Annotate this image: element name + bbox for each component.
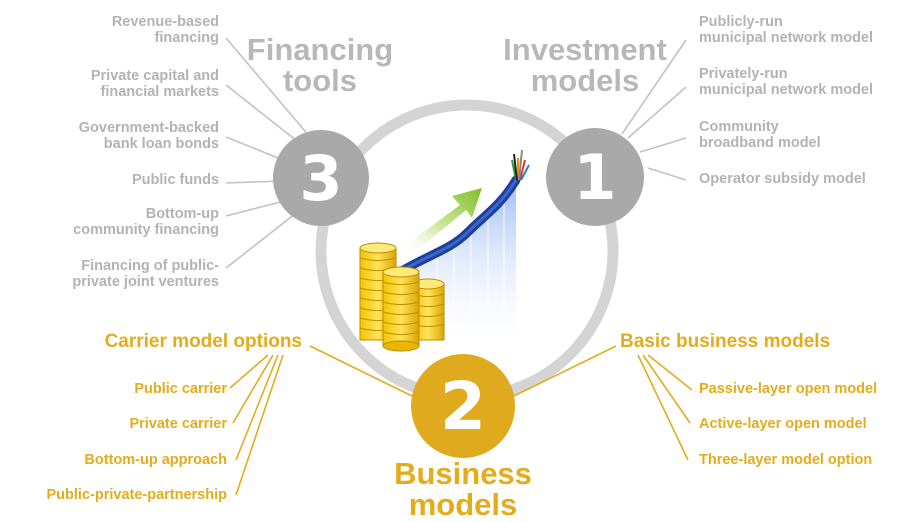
carrier-item: Public carrier [134, 381, 227, 397]
investment-item-line: municipal network model [699, 30, 874, 47]
financing-title-line2: tools [282, 63, 358, 98]
financing-item-line: financial markets [100, 84, 219, 101]
investment-item: Operator subsidy model [699, 171, 866, 187]
financing-item-line: Public funds [132, 172, 219, 188]
investment-item-line: broadband model [699, 135, 821, 152]
investment-item-line: Publicly-run [699, 14, 783, 30]
financing-tools-title: Financing tools [240, 34, 400, 96]
investment-item: Community broadband model [699, 119, 821, 151]
financing-item-line: Revenue-based [111, 14, 219, 30]
investment-models-title: Investment models [495, 34, 675, 96]
financing-item-line: Financing of public- [81, 258, 219, 274]
financing-item-line: Private capital and [90, 68, 219, 84]
investment-item-line: Privately-run [699, 66, 788, 82]
basic-item: Active-layer open model [699, 416, 867, 432]
investment-title-line2: models [530, 63, 640, 98]
basic-connectors [513, 345, 693, 461]
investment-item-line: Community [699, 119, 779, 135]
business-title-line1: Business [394, 456, 532, 491]
carrier-item: Private carrier [129, 416, 227, 432]
carrier-connectors [229, 345, 413, 496]
carrier-item: Public-private-partnership [46, 487, 227, 503]
financing-item: Bottom-up community financing [73, 206, 219, 238]
investment-item-line: Operator subsidy model [699, 171, 866, 187]
investment-item: Publicly-run municipal network model [699, 14, 873, 46]
coin-stacks [359, 242, 445, 352]
business-models-title: Business models [378, 458, 548, 520]
financing-item: Revenue-based financing [112, 14, 219, 46]
carrier-item: Bottom-up approach [84, 452, 227, 468]
investment-connectors [621, 39, 687, 181]
number-circle-2: 2 [411, 354, 515, 458]
financing-title-line1: Financing [246, 32, 394, 67]
financing-item: Private capital and financial markets [91, 68, 219, 100]
financing-item-line: Bottom-up [145, 206, 219, 222]
financing-item: Government-backed bank loan bonds [79, 120, 219, 152]
financing-item: Public funds [132, 172, 219, 188]
investment-item-line: municipal network model [699, 82, 874, 99]
number-circle-1: 1 [546, 128, 644, 226]
financing-item-line: bank loan bonds [103, 136, 219, 153]
financing-item: Financing of public- private joint ventu… [72, 258, 219, 290]
carrier-model-heading: Carrier model options [104, 331, 302, 352]
financing-item-line: private joint ventures [72, 274, 219, 291]
basic-item: Passive-layer open model [699, 381, 878, 397]
basic-business-heading: Basic business models [620, 331, 831, 352]
financing-item-line: financing [154, 30, 219, 47]
financing-item-line: community financing [73, 222, 219, 239]
investment-item: Privately-run municipal network model [699, 66, 873, 98]
business-title-line2: models [408, 487, 518, 522]
number-circle-3: 3 [273, 130, 369, 226]
financing-connectors [225, 37, 311, 269]
basic-item: Three-layer model option [699, 452, 873, 468]
investment-title-line1: Investment [503, 32, 667, 67]
financing-item-line: Government-backed [78, 120, 219, 136]
growth-illustration [359, 149, 530, 352]
